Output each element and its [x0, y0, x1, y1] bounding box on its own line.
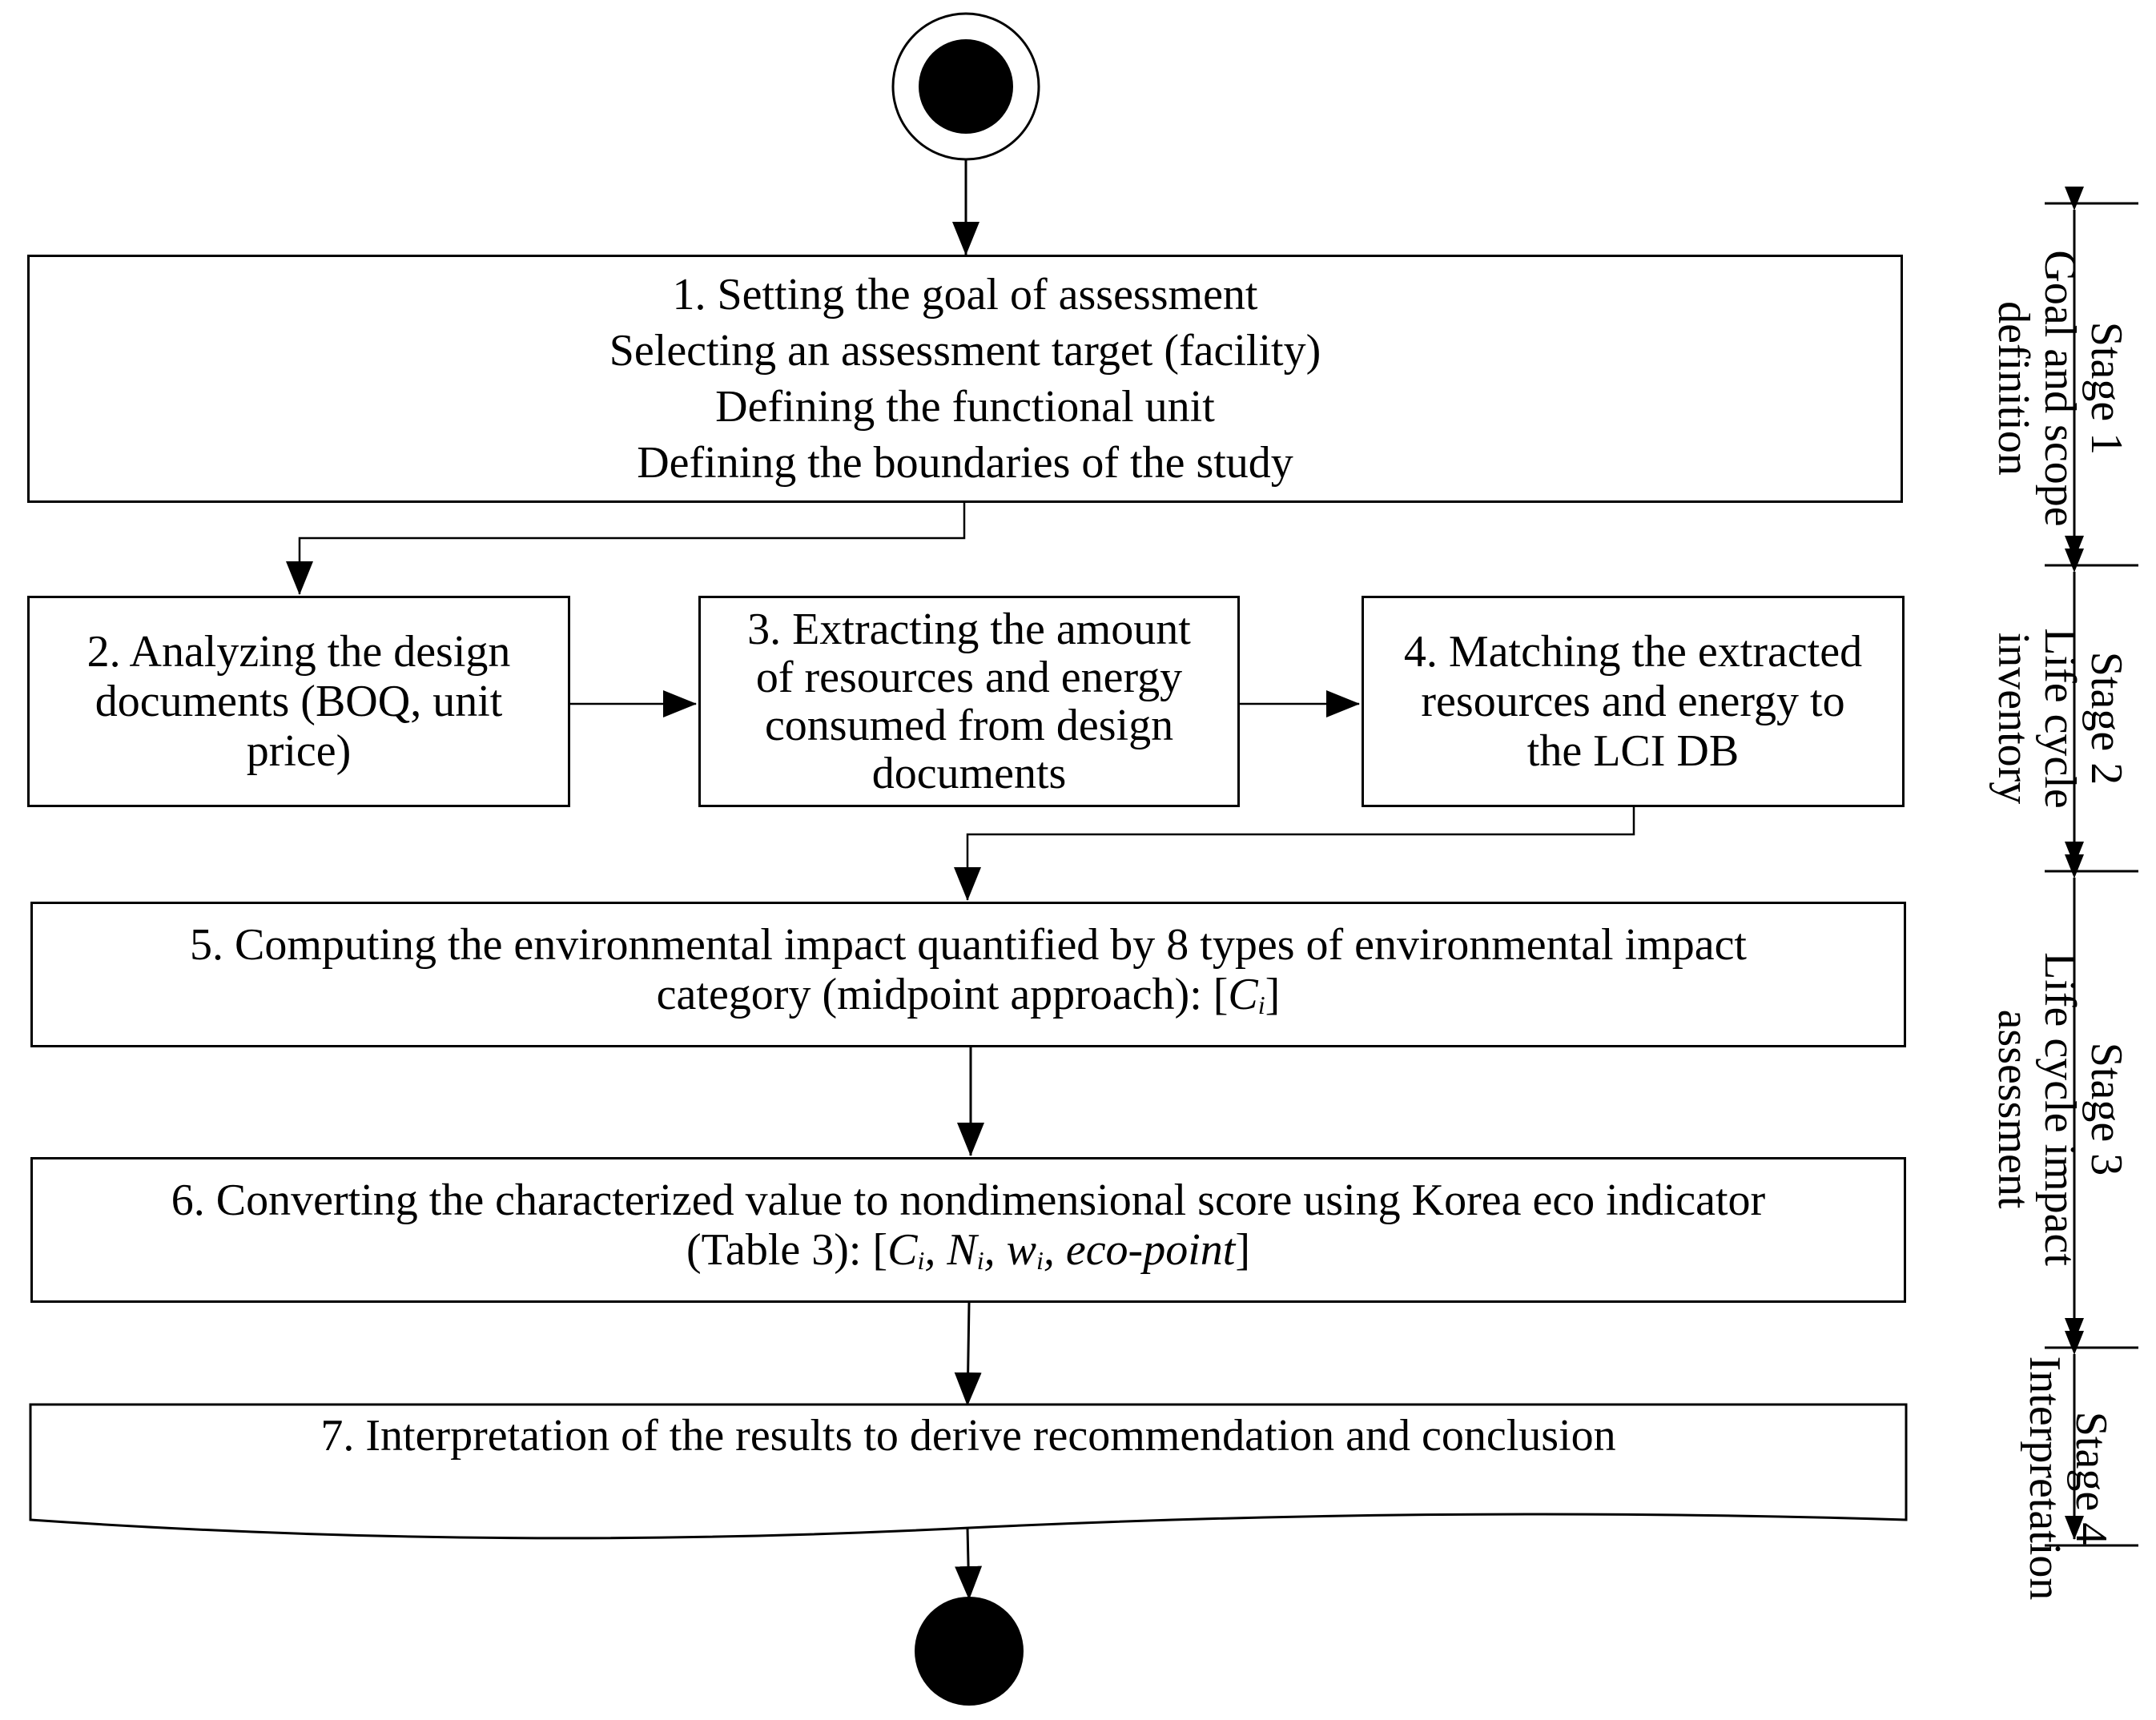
step6-sep-1: , [924, 1224, 947, 1275]
stage1-name-line-2: definition [1989, 301, 2038, 476]
step4-line-3: the LCI DB [1526, 726, 1740, 776]
stage3-name-line-2: assessment [1989, 1009, 2038, 1209]
stage1-name-line-1: Goal and scope [2035, 250, 2085, 527]
step3-line-1: 3. Extracting the amount [747, 605, 1191, 654]
stage3-number: Stage 3 [2082, 1042, 2131, 1176]
step7-text: 7. Interpretation of the results to deri… [320, 1411, 1616, 1461]
step2-box: 2. Analyzing the design documents (BOQ, … [27, 596, 570, 807]
step6-var-w: w [1006, 1224, 1036, 1275]
step6-box: 6. Converting the characterized value to… [30, 1157, 1906, 1303]
step4-line-1: 4. Matching the extracted [1403, 627, 1863, 677]
step1-line-4: Defining the boundaries of the study [637, 438, 1293, 488]
arrow-step7-to-end [955, 1527, 983, 1600]
step6-sub-i-3: i [1036, 1245, 1044, 1275]
stage4-number: Stage 4 [2066, 1411, 2116, 1545]
step2-line-3: price) [246, 726, 352, 776]
step6-line-2-prefix: (Table 3): [ [686, 1224, 888, 1275]
step4-box: 4. Matching the extracted resources and … [1362, 596, 1905, 807]
stage4-label: Stage 4 Interpretation [2020, 1342, 2116, 1614]
step7-document-shape [29, 1403, 1908, 1540]
stage4-name-line-1: Interpretation [2020, 1356, 2070, 1601]
stage2-name-line-2: inventory [1989, 632, 2038, 805]
end-node [915, 1597, 1024, 1706]
step6-line-1: 6. Converting the characterized value to… [171, 1175, 1766, 1225]
stage2-name-line-1: Life cycle [2035, 628, 2085, 809]
step5-var-c: C [1228, 969, 1258, 1019]
step3-line-3: consumed from design [764, 701, 1174, 750]
step6-var-c: C [887, 1224, 918, 1275]
step1-line-3: Defining the functional unit [715, 382, 1215, 432]
step5-line-2-prefix: category (midpoint approach): [ [656, 969, 1229, 1019]
step6-line-2-suffix: ] [1235, 1224, 1250, 1275]
stage1-number: Stage 1 [2082, 321, 2131, 456]
stage2-label: Stage 2 Life cycle inventory [1989, 566, 2131, 870]
step5-line-1: 5. Computing the environmental impact qu… [189, 919, 1747, 970]
step6-sep-3: , [1043, 1224, 1066, 1275]
step2-line-2: documents (BOQ, unit [95, 677, 503, 726]
start-node-dot [919, 39, 1013, 134]
step6-sep-2: , [983, 1224, 1007, 1275]
arrow-step4-to-step5 [954, 807, 1635, 901]
step4-line-2: resources and energy to [1421, 677, 1845, 726]
arrow-step6-to-step7 [954, 1302, 982, 1406]
step1-line-2: Selecting an assessment target (facility… [609, 326, 1321, 376]
step6-sub-i-1: i [917, 1245, 925, 1275]
step5-line-2-suffix: ] [1265, 969, 1281, 1019]
step3-line-4: documents [871, 749, 1067, 798]
stage1-label: Stage 1 Goal and scope definition [1989, 156, 2131, 621]
step5-line-2: category (midpoint approach): [Ci] [657, 970, 1281, 1030]
step6-sub-i-2: i [976, 1245, 984, 1275]
step6-var-n: N [947, 1224, 977, 1275]
step3-box: 3. Extracting the amount of resources an… [698, 596, 1240, 807]
step6-line-2: (Table 3): [Ci, Ni, wi, eco-point] [686, 1225, 1250, 1285]
step5-box: 5. Computing the environmental impact qu… [30, 902, 1906, 1047]
step5-sub-i: i [1257, 990, 1265, 1019]
step3-line-2: of resources and energy [755, 653, 1183, 702]
step1-box: 1. Setting the goal of assessment Select… [27, 255, 1903, 503]
step2-line-1: 2. Analyzing the design [86, 627, 511, 677]
stage2-number: Stage 2 [2082, 651, 2131, 786]
stage3-label: Stage 3 Life cycle impact assessment [1989, 869, 2131, 1349]
stage3-name-line-1: Life cycle impact [2035, 952, 2085, 1266]
arrow-step1-to-step2 [286, 503, 966, 595]
step1-line-1: 1. Setting the goal of assessment [672, 270, 1258, 319]
step6-eco-point: eco-point [1065, 1224, 1236, 1275]
